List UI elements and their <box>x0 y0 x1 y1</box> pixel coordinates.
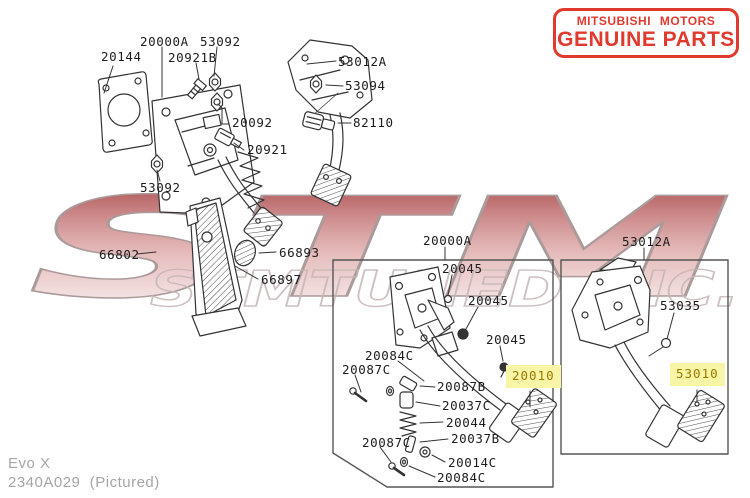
part-label-20045-3: 20045 <box>486 332 527 347</box>
part-label-20092: 20092 <box>232 115 273 130</box>
part-label-53012A: 53012A <box>338 54 387 69</box>
part-label-20014C: 20014C <box>448 455 497 470</box>
part-label-20084C-2: 20084C <box>437 470 486 485</box>
part-label-53094: 53094 <box>345 78 386 93</box>
part-label-20045-1: 20045 <box>442 261 483 276</box>
part-label-66802: 66802 <box>99 247 140 262</box>
part-label-53035: 53035 <box>660 298 701 313</box>
logo-brand-text: MITSUBISHI MOTORS <box>576 14 716 29</box>
part-label-20087B: 20087B <box>437 379 486 394</box>
part-reference: 2340A029 (Pictured) <box>8 473 160 491</box>
part-label-20000A: 20000A <box>140 34 189 49</box>
logo-genuine-text: GENUINE PARTS <box>557 27 735 51</box>
part-label-66893: 66893 <box>279 245 320 260</box>
part-label-53010: 53010 <box>670 363 725 386</box>
part-label-53092-upper: 53092 <box>200 34 241 49</box>
genuine-parts-logo: MITSUBISHI MOTORS GENUINE PARTS <box>553 8 739 58</box>
part-label-20921B: 20921B <box>168 50 217 65</box>
part-label-box-title-53012A: 53012A <box>622 234 671 249</box>
part-label-20045-2: 20045 <box>468 293 509 308</box>
part-label-20087C-2: 20087C <box>362 435 411 450</box>
part-label-20921: 20921 <box>247 142 288 157</box>
part-label-20037B: 20037B <box>451 431 500 446</box>
part-label-20144: 20144 <box>101 49 142 64</box>
part-label-box-title-20000A: 20000A <box>423 233 472 248</box>
part-label-53092-lower: 53092 <box>140 180 181 195</box>
part-label-20010: 20010 <box>506 365 561 388</box>
part-label-20087C-1: 20087C <box>342 362 391 377</box>
model-name: Evo X <box>8 455 51 472</box>
part-label-66897: 66897 <box>261 272 302 287</box>
part-label-82110: 82110 <box>353 115 394 130</box>
footer-caption: Evo X 2340A029 (Pictured) <box>8 455 160 493</box>
part-label-20044: 20044 <box>446 415 487 430</box>
part-label-20037C: 20037C <box>442 398 491 413</box>
part-label-20084C-1: 20084C <box>365 348 414 363</box>
